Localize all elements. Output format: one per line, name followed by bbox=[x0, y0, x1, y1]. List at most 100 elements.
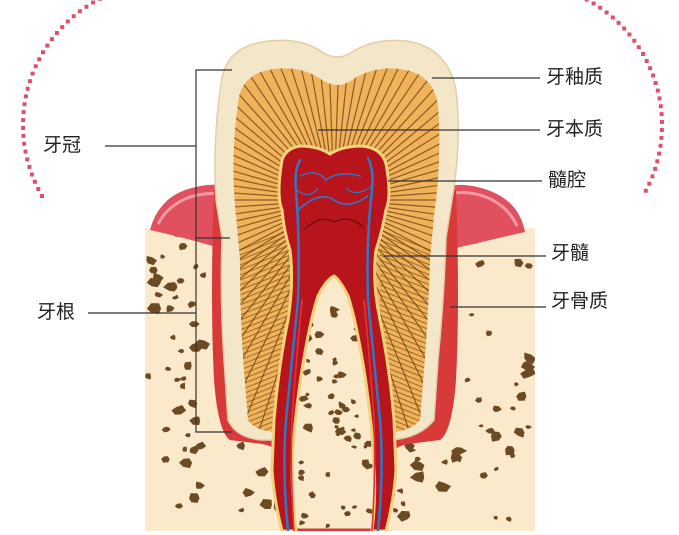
gum-left-highlight bbox=[156, 191, 223, 225]
bone-hole bbox=[303, 403, 313, 409]
bone-hole bbox=[171, 294, 179, 300]
bone-hole bbox=[297, 475, 304, 482]
bone-hole bbox=[514, 382, 519, 387]
label-pulp: 牙髓 bbox=[551, 242, 590, 264]
dentin-tubule bbox=[337, 68, 369, 161]
arc-dot bbox=[657, 151, 662, 156]
bone-hole bbox=[478, 424, 484, 428]
arc-dot bbox=[659, 112, 664, 117]
bone-hole bbox=[309, 492, 316, 499]
dentin-tubule bbox=[379, 264, 431, 286]
bone-hole bbox=[509, 406, 516, 411]
arc-dot bbox=[657, 96, 662, 101]
bone-hole bbox=[340, 505, 346, 510]
bone-hole bbox=[178, 243, 188, 250]
arc-dot bbox=[22, 141, 27, 146]
dentin-tubule bbox=[233, 68, 301, 180]
dentin-tubule bbox=[233, 218, 299, 351]
dentin-tubule bbox=[379, 294, 431, 316]
bone-hole bbox=[397, 511, 411, 522]
leader-lines bbox=[88, 69, 546, 433]
bone-hole bbox=[485, 330, 493, 337]
dentin-tubule bbox=[239, 309, 291, 331]
bone-hole bbox=[451, 447, 468, 457]
bone-hole bbox=[189, 493, 200, 503]
arc-dot bbox=[655, 159, 660, 164]
dentin-tubule bbox=[370, 69, 440, 185]
dentin-tubule bbox=[322, 68, 334, 161]
arc-dot bbox=[91, 0, 96, 5]
arc-dot bbox=[60, 25, 65, 30]
arc-dot bbox=[41, 50, 45, 55]
arc-dot bbox=[71, 14, 76, 19]
bone-hole bbox=[173, 377, 182, 383]
bone-hole bbox=[299, 520, 306, 526]
dentin-tubule bbox=[239, 254, 291, 276]
bone-hole bbox=[338, 401, 346, 409]
bone-hole bbox=[236, 441, 245, 451]
dentin-tubule bbox=[373, 207, 440, 268]
dentin-tubule bbox=[233, 213, 297, 311]
arc-dot bbox=[632, 38, 637, 43]
arc-dot bbox=[636, 45, 641, 50]
dentin-tubule bbox=[379, 279, 431, 301]
gum-left bbox=[150, 184, 225, 250]
bone-hole bbox=[330, 311, 339, 318]
bone-hole bbox=[180, 376, 187, 381]
bone-hole bbox=[516, 391, 527, 401]
arc-dot bbox=[21, 133, 26, 138]
bone-hole bbox=[492, 405, 502, 412]
dentin-tubule bbox=[379, 234, 431, 256]
dentin-tubule bbox=[233, 154, 295, 196]
bone-hole bbox=[524, 263, 533, 269]
dentin-tubule bbox=[373, 204, 440, 246]
bone-hole bbox=[146, 303, 162, 314]
dentin-tubule bbox=[367, 68, 440, 180]
dentin-tubule bbox=[233, 68, 313, 168]
dentin-tubule bbox=[362, 227, 440, 423]
dentin-tubule bbox=[256, 68, 325, 162]
dentin-tubule bbox=[239, 314, 291, 336]
bone-hole bbox=[334, 409, 343, 416]
bone-hole bbox=[182, 446, 187, 452]
dotted-arcs bbox=[21, 0, 664, 198]
dentin-tubule bbox=[233, 68, 315, 166]
bone-hole bbox=[189, 416, 201, 425]
dentin-tubule bbox=[239, 234, 291, 256]
bone-hole bbox=[316, 376, 324, 382]
bone-hole bbox=[332, 417, 340, 424]
arc-dot bbox=[45, 43, 50, 48]
label-cementum: 牙骨质 bbox=[551, 290, 609, 312]
bone-hole bbox=[525, 425, 532, 429]
bone-hole bbox=[493, 515, 498, 520]
arc-dot bbox=[32, 179, 37, 184]
bone-hole bbox=[161, 426, 171, 433]
label-crown: 牙冠 bbox=[43, 134, 82, 156]
arc-dot bbox=[27, 79, 32, 84]
arc-dot bbox=[49, 37, 54, 42]
bone-hole bbox=[177, 349, 185, 354]
dentin-tubule bbox=[379, 229, 431, 251]
label-root: 牙根 bbox=[37, 301, 76, 323]
pulp-vessel bbox=[295, 187, 319, 196]
bone-hole bbox=[351, 505, 358, 509]
dentin-tubule bbox=[233, 215, 298, 331]
bone-hole bbox=[440, 459, 448, 465]
bone-hole bbox=[302, 368, 311, 376]
bone-hole bbox=[302, 423, 313, 433]
bone-hole bbox=[414, 456, 421, 462]
arc-dot bbox=[610, 15, 615, 20]
dentin-tubule bbox=[233, 204, 295, 246]
dentin-tubule bbox=[370, 215, 440, 331]
dentin-tubule bbox=[379, 269, 431, 291]
pulp-vessels bbox=[283, 156, 383, 533]
bone-hole bbox=[166, 305, 175, 313]
bone-hole bbox=[350, 428, 356, 432]
arc-dot bbox=[659, 128, 664, 132]
dentin-tubule bbox=[353, 234, 440, 432]
arc-dot bbox=[658, 104, 663, 109]
bone-hole bbox=[491, 431, 502, 442]
dentin-tubule bbox=[299, 68, 331, 161]
arc-dot bbox=[21, 110, 26, 115]
